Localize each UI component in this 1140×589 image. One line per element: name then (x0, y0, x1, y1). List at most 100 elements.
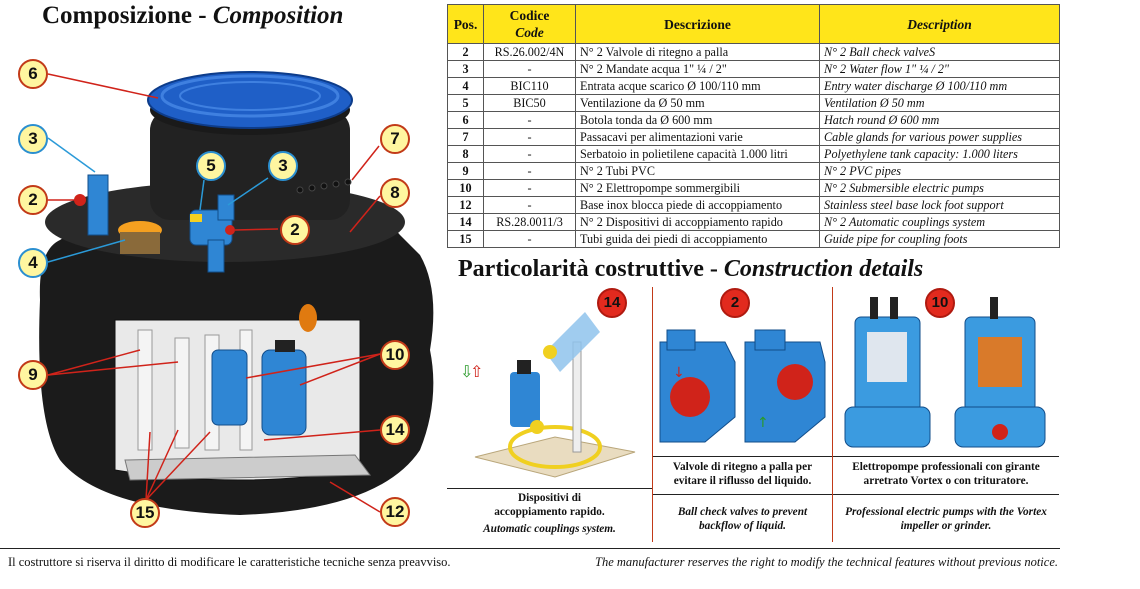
cell-description-en: Hatch round Ø 600 mm (819, 111, 1060, 129)
cell-description-en: Ventilation Ø 50 mm (819, 94, 1060, 112)
electric-pump-illustration (844, 297, 1046, 448)
panel-rule (653, 456, 832, 457)
callout-5: 5 (196, 151, 226, 181)
cell-description-it: Passacavi per alimentazioni varie (575, 128, 820, 146)
cell-code: - (483, 179, 576, 197)
callout-14: 14 (380, 415, 410, 445)
cell-description-it: N° 2 Dispositivi di accoppiamento rapido (575, 213, 820, 231)
cell-description-it: N° 2 Elettropompe sommergibili (575, 179, 820, 197)
cell-code: - (483, 111, 576, 129)
cell-pos: 4 (447, 77, 484, 95)
cell-code: BIC110 (483, 77, 576, 95)
footer-rule (0, 548, 1060, 549)
svg-text:↑: ↑ (757, 415, 769, 431)
cell-description-it: Ventilazione da Ø 50 mm (575, 94, 820, 112)
cell-description-en: Guide pipe for coupling foots (819, 230, 1060, 248)
cell-pos: 8 (447, 145, 484, 163)
cell-description-en: Stainless steel base lock foot support (819, 196, 1060, 214)
cell-code: RS.28.0011/3 (483, 213, 576, 231)
cell-description-en: Cable glands for various power supplies (819, 128, 1060, 146)
cell-code: - (483, 60, 576, 78)
cell-code: RS.26.002/4N (483, 43, 576, 61)
callout-2-center: 2 (280, 215, 310, 245)
cell-description-it: Serbatoio in polietilene capacità 1.000 … (575, 145, 820, 163)
cell-pos: 6 (447, 111, 484, 129)
cell-pos: 14 (447, 213, 484, 231)
cell-pos: 2 (447, 43, 484, 61)
callout-9: 9 (18, 360, 48, 390)
svg-text:⇧: ⇧ (470, 362, 483, 381)
cell-description-en: N° 2 Automatic couplings system (819, 213, 1060, 231)
cell-description-en: N° 2 PVC pipes (819, 162, 1060, 180)
callout-3-center: 3 (268, 151, 298, 181)
callout-10: 10 (380, 340, 410, 370)
cell-description-it: Entrata acque scarico Ø 100/110 mm (575, 77, 820, 95)
detail-caption-en: Professional electric pumps with the Vor… (845, 506, 1047, 532)
cell-pos: 9 (447, 162, 484, 180)
cell-pos: 3 (447, 60, 484, 78)
cell-description-en: N° 2 Water flow 1" ¼ / 2" (819, 60, 1060, 78)
footer-note-en: The manufacturer reserves the right to m… (595, 555, 1058, 569)
header-pos: Pos. (447, 4, 484, 44)
detail-caption-en: Automatic couplings system. (483, 523, 616, 535)
cell-code: - (483, 145, 576, 163)
cell-description-en: N° 2 Submersible electric pumps (819, 179, 1060, 197)
header-description-en: Description (819, 4, 1060, 44)
cell-description-en: N° 2 Ball check valveS (819, 43, 1060, 61)
callout-2-left: 2 (18, 185, 48, 215)
cell-description-it: Botola tonda da Ø 600 mm (575, 111, 820, 129)
cell-code: BIC50 (483, 94, 576, 112)
cell-pos: 15 (447, 230, 484, 248)
footer-note-it: Il costruttore si riserva il diritto di … (8, 555, 451, 569)
table-row: 12-Base inox blocca piede di accoppiamen… (447, 196, 1060, 214)
cell-pos: 5 (447, 94, 484, 112)
callout-6: 6 (18, 59, 48, 89)
cell-description-it: N° 2 Valvole di ritegno a palla (575, 43, 820, 61)
callout-12: 12 (380, 497, 410, 527)
panel-divider (832, 287, 833, 542)
panel-rule (447, 488, 652, 489)
panel-rule (833, 456, 1059, 457)
cell-pos: 12 (447, 196, 484, 214)
panel-rule (833, 494, 1059, 495)
cell-pos: 7 (447, 128, 484, 146)
cell-description-it: N° 2 Mandate acqua 1" ¼ / 2" (575, 60, 820, 78)
table-row: 15-Tubi guida dei piedi di accoppiamento… (447, 230, 1060, 248)
check-valve-illustration: ↓ ↑ (659, 329, 826, 443)
panel-rule (653, 494, 832, 495)
tank-illustration (39, 71, 434, 515)
cell-code: - (483, 128, 576, 146)
composition-heading: Composizione - Composition (42, 2, 344, 29)
cell-code: - (483, 162, 576, 180)
callout-8: 8 (380, 178, 410, 208)
header-description-it: Descrizione (575, 4, 820, 44)
detail-badge-10: 10 (925, 288, 955, 318)
cell-code: - (483, 230, 576, 248)
panel-divider (652, 287, 653, 542)
callout-7: 7 (380, 124, 410, 154)
detail-badge-2: 2 (720, 288, 750, 318)
svg-text:⇩: ⇩ (460, 362, 473, 381)
callout-15: 15 (130, 498, 160, 528)
table-row: 8-Serbatoio in polietilene capacità 1.00… (447, 145, 1060, 163)
detail-badge-14: 14 (597, 288, 627, 318)
construction-heading: Particolarità costruttive - Construction… (458, 256, 924, 282)
cell-description-it: Tubi guida dei piedi di accoppiamento (575, 230, 820, 248)
cell-description-en: Polyethylene tank capacity: 1.000 liters (819, 145, 1060, 163)
cell-description-it: Base inox blocca piede di accoppiamento (575, 196, 820, 214)
callout-4: 4 (18, 248, 48, 278)
